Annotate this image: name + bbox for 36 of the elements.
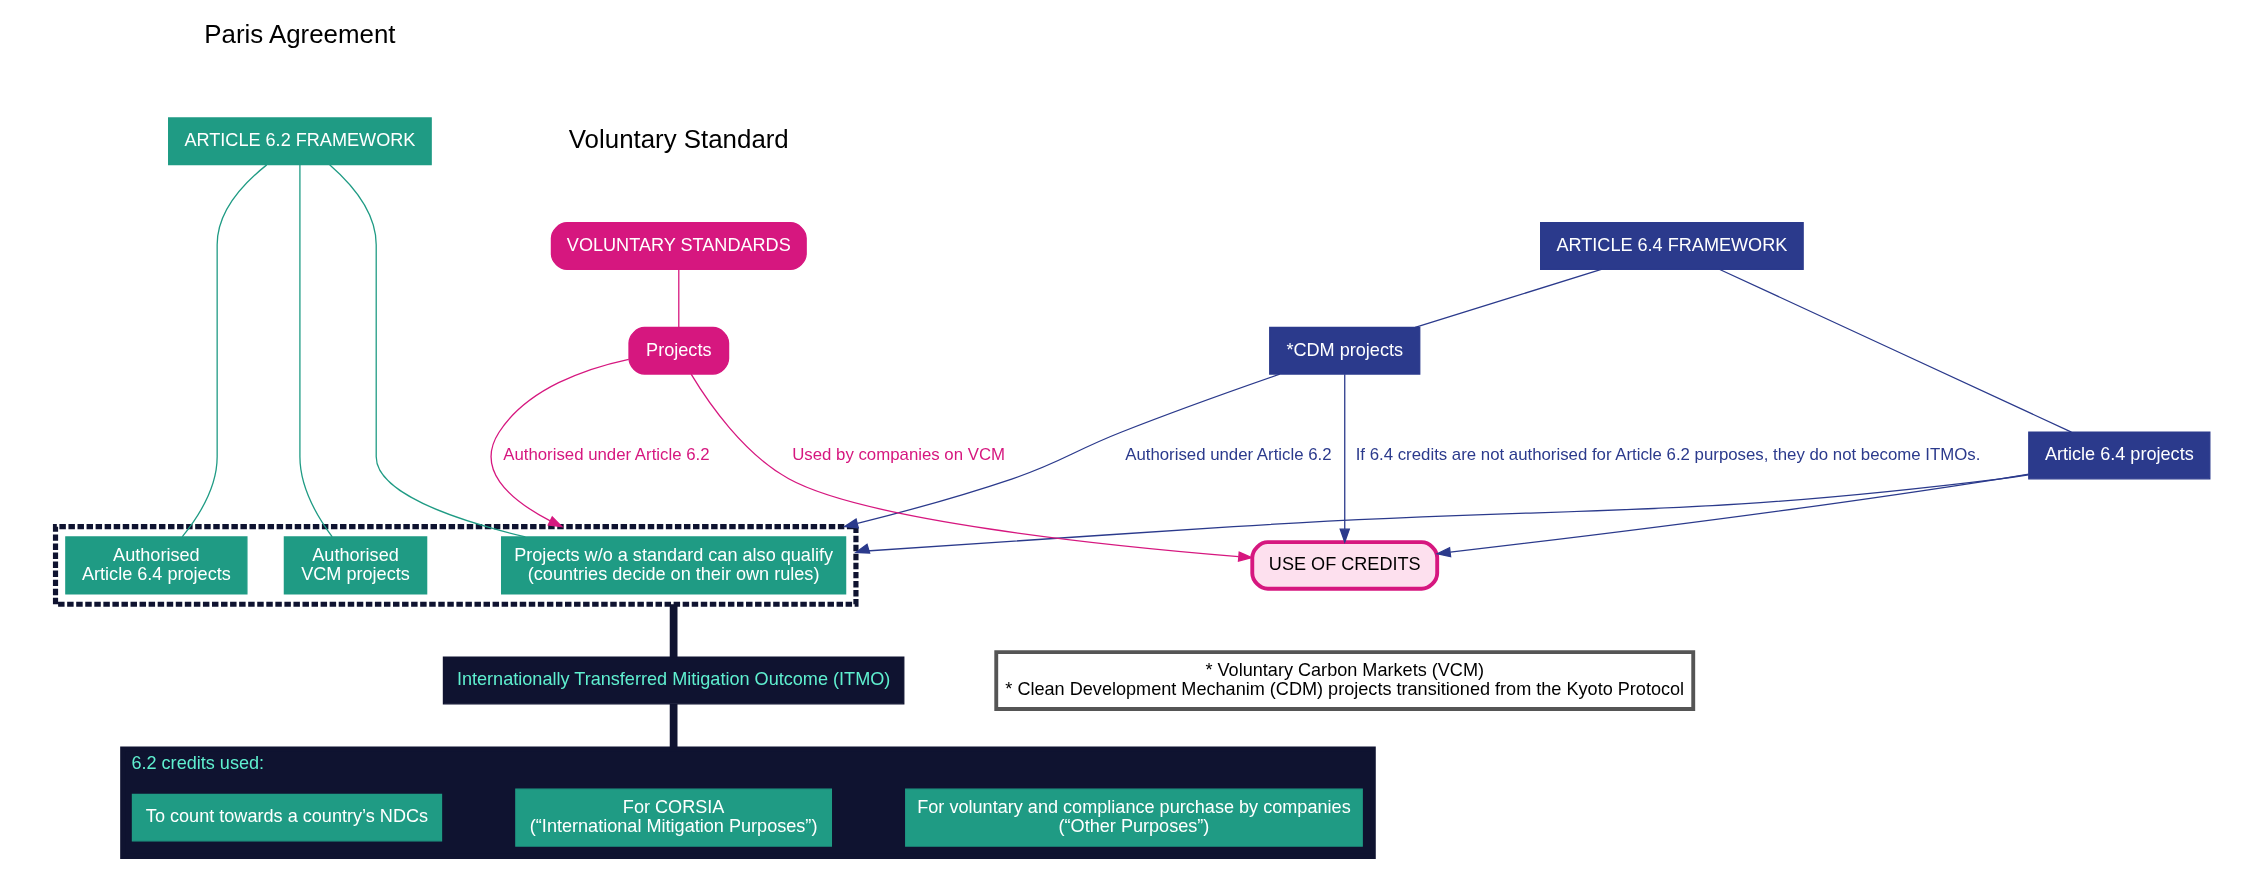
connector <box>678 268 680 328</box>
node-box: * Voluntary Carbon Markets (VCM) * Clean Development Mechanim (CDM) projects transitioned from the Kyoto Protocol <box>994 650 1696 711</box>
arrow <box>842 373 1281 529</box>
node-box: Article 6.4 projects <box>2028 431 2211 480</box>
cluster <box>52 524 859 607</box>
node-box: Projects <box>628 326 730 375</box>
edge-label: Used by companies on VCM <box>792 444 1006 464</box>
connector <box>1414 268 1602 329</box>
node-box: To count towards a country’s NDCs <box>131 793 443 842</box>
node-box: *CDM projects <box>1269 326 1421 375</box>
arrow <box>490 358 630 528</box>
arrow <box>690 373 1254 562</box>
node-box: VOLUNTARY STANDARDS <box>550 222 807 270</box>
arrow <box>854 474 2030 554</box>
label: Voluntary Standard <box>568 124 789 153</box>
arrow <box>1339 373 1351 545</box>
node-box: For CORSIA (“International Mitigation Purposes”) <box>515 788 833 847</box>
connector <box>669 704 678 750</box>
node-box: Authorised VCM projects <box>283 536 428 595</box>
node-box: Projects w/o a standard can also qualify (countries decide on their own rules) <box>501 536 847 595</box>
node-box: ARTICLE 6.4 FRAMEWORK <box>1540 222 1804 270</box>
label: Paris Agreement <box>204 20 396 49</box>
edge-label: Authorised under Article 6.2 <box>1125 444 1332 464</box>
arrow <box>1435 473 2030 558</box>
node-box: For voluntary and compliance purchase by companies (“Other Purposes”) <box>905 788 1363 847</box>
edge-label: If 6.4 credits are not authorised for Article 6.2 purposes, they do not become ITMOs. <box>1355 444 1981 464</box>
node-box: USE OF CREDITS <box>1250 540 1440 591</box>
node-box: Internationally Transferred Mitigation Outcome (ITMO) <box>442 656 905 705</box>
node-box: ARTICLE 6.2 FRAMEWORK <box>168 117 432 166</box>
connector <box>1719 268 2073 433</box>
connector <box>669 604 678 658</box>
node-box: Authorised Article 6.4 projects <box>65 536 248 595</box>
edge-label: Authorised under Article 6.2 <box>503 444 710 464</box>
connector <box>329 164 526 538</box>
connector <box>299 164 333 538</box>
connector <box>181 164 268 538</box>
